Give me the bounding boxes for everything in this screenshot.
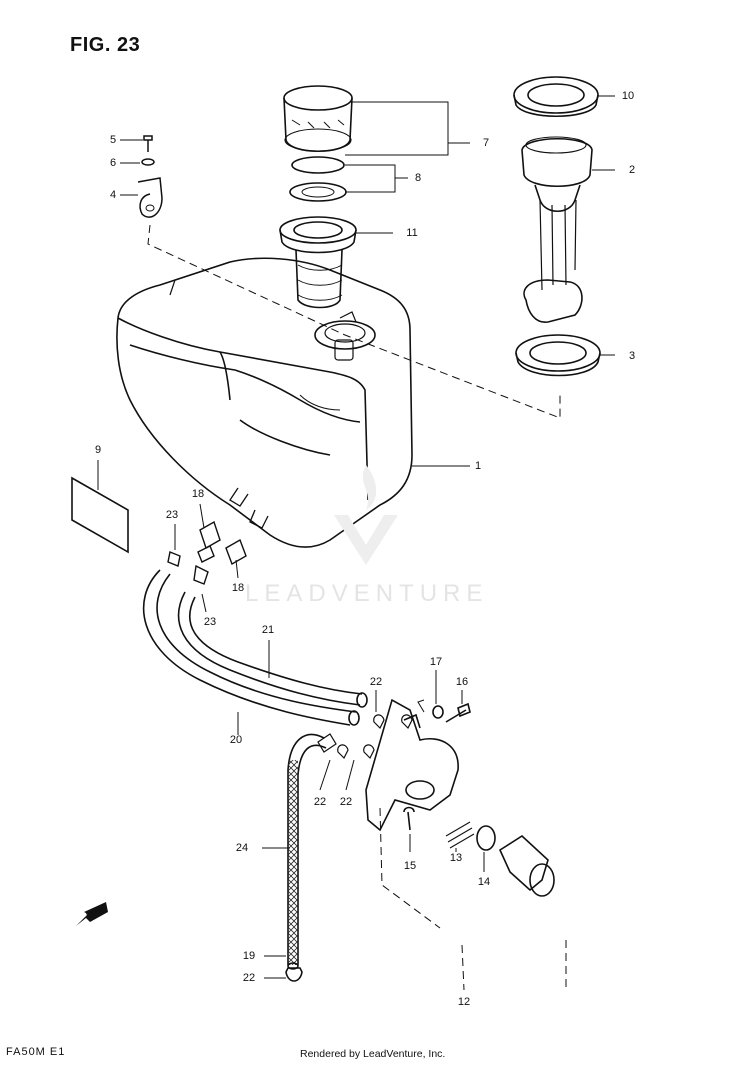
callout-1: 1	[474, 460, 482, 472]
bracket-bolt-washer	[137, 135, 163, 218]
callout-22-upper: 22	[369, 676, 383, 688]
callout-22-right: 22	[339, 796, 353, 808]
dashed-lines	[147, 224, 567, 991]
callout-20: 20	[229, 734, 243, 746]
leader-lines	[97, 95, 615, 979]
callout-21: 21	[261, 624, 275, 636]
label-plate	[71, 476, 129, 554]
callout-15: 15	[403, 860, 417, 872]
model-code: FA50M E1	[6, 1046, 66, 1058]
joints-and-clips	[167, 520, 247, 585]
callout-11: 11	[406, 227, 418, 239]
callout-2: 2	[628, 164, 636, 176]
callout-5: 5	[109, 134, 117, 146]
footer-credit: Rendered by LeadVenture, Inc.	[300, 1048, 446, 1060]
callout-23-lower: 23	[203, 616, 217, 628]
fuel-cock-assembly	[337, 698, 555, 897]
callout-7: 7	[482, 137, 490, 149]
watermark-logo-icon	[334, 465, 398, 565]
callout-10: 10	[621, 90, 635, 102]
callout-12: 12	[457, 996, 471, 1008]
callout-18-lower: 18	[231, 582, 245, 594]
figure-title: FIG. 23	[70, 34, 141, 56]
callout-14: 14	[477, 876, 491, 888]
callout-23-upper: 23	[165, 509, 179, 521]
callout-19: 19	[242, 950, 256, 962]
callout-22-bottom: 22	[242, 972, 256, 984]
callout-17: 17	[429, 656, 443, 668]
fuel-hoses	[142, 569, 368, 726]
callout-24: 24	[235, 842, 249, 854]
callout-18-upper: 18	[191, 488, 205, 500]
watermark-text: LEADVENTURE	[245, 580, 489, 607]
callout-6: 6	[109, 157, 117, 169]
callout-22-left: 22	[313, 796, 327, 808]
callout-8: 8	[414, 172, 422, 184]
fwd-arrow	[76, 902, 108, 926]
fuel-gauge-assembly	[513, 76, 601, 377]
fuel-tank	[116, 257, 413, 548]
callout-16: 16	[455, 676, 469, 688]
callout-13: 13	[449, 852, 463, 864]
callout-9: 9	[94, 444, 102, 456]
callout-3: 3	[628, 350, 636, 362]
vent-hose	[285, 733, 337, 982]
cap-assembly	[279, 85, 357, 309]
callout-4: 4	[109, 189, 117, 201]
